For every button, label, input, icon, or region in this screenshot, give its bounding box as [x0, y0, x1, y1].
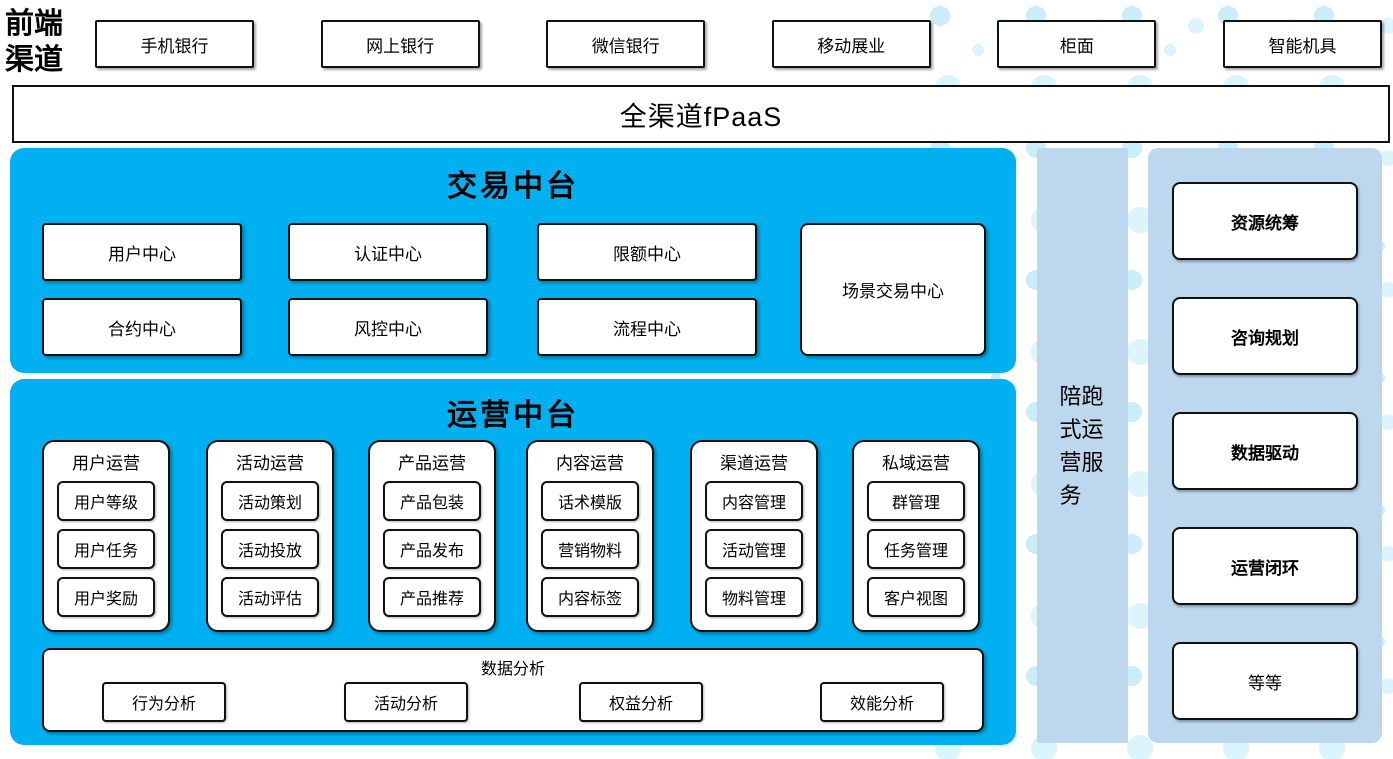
channel-box-counter: 柜面 [997, 20, 1157, 68]
capability-box-ops-closed-loop: 运营闭环 [1172, 527, 1358, 605]
ops-column-content: 内容运营 话术模版 营销物料 内容标签 [526, 440, 654, 632]
ops-column-header: 产品运营 [398, 454, 466, 473]
channel-box-online-banking: 网上银行 [320, 20, 480, 68]
data-analysis-title: 数据分析 [480, 661, 545, 678]
ops-item: 任务管理 [867, 529, 965, 569]
ops-item: 内容标签 [541, 577, 639, 617]
ops-item: 活动管理 [705, 529, 803, 569]
ops-item: 用户等级 [57, 481, 155, 521]
ops-item: 物料管理 [705, 577, 803, 617]
service-capabilities-panel: 资源统筹 咨询规划 数据驱动 运营闭环 等等 [1148, 148, 1382, 743]
box-scenario-trade-center: 场景交易中心 [800, 223, 986, 356]
ops-column-activity: 活动运营 活动策划 活动投放 活动评估 [206, 440, 334, 632]
box-limit-center: 限额中心 [537, 223, 757, 281]
ops-item: 活动评估 [221, 577, 319, 617]
box-user-center: 用户中心 [42, 223, 242, 281]
channel-box-mobile-business: 移动展业 [771, 20, 931, 68]
capability-box-data-driven: 数据驱动 [1172, 412, 1358, 490]
capability-box-consulting-planning: 咨询规划 [1172, 297, 1358, 375]
ops-column-header: 内容运营 [556, 454, 624, 473]
analysis-item: 权益分析 [579, 682, 703, 722]
box-risk-center: 风控中心 [288, 298, 488, 356]
front-channels-row: 手机银行 网上银行 微信银行 移动展业 柜面 智能机具 [95, 20, 1382, 68]
analysis-item: 效能分析 [820, 682, 944, 722]
ops-column-private-domain: 私域运营 群管理 任务管理 客户视图 [852, 440, 980, 632]
ops-column-header: 活动运营 [236, 454, 304, 473]
data-analysis-strip: 数据分析 行为分析 活动分析 权益分析 效能分析 [42, 648, 984, 732]
capability-box-etc: 等等 [1172, 642, 1358, 720]
box-contract-center: 合约中心 [42, 298, 242, 356]
ops-item: 产品发布 [383, 529, 481, 569]
analysis-item: 活动分析 [344, 682, 468, 722]
ops-item: 活动策划 [221, 481, 319, 521]
ops-item: 客户视图 [867, 577, 965, 617]
ops-item: 话术模版 [541, 481, 639, 521]
ops-column-header: 用户运营 [72, 454, 140, 473]
channel-box-wechat-banking: 微信银行 [546, 20, 706, 68]
front-channels-label: 前端渠道 [4, 8, 63, 76]
ops-column-product: 产品运营 产品包装 产品发布 产品推荐 [368, 440, 496, 632]
analysis-item: 行为分析 [102, 682, 226, 722]
box-process-center: 流程中心 [537, 298, 757, 356]
ops-item: 内容管理 [705, 481, 803, 521]
ops-column-user: 用户运营 用户等级 用户任务 用户奖励 [42, 440, 170, 632]
channel-box-mobile-banking: 手机银行 [95, 20, 254, 68]
ops-item: 营销物料 [541, 529, 639, 569]
accompany-service-label: 陪跑式运营服务 [1059, 383, 1104, 508]
channel-box-smart-machines: 智能机具 [1222, 20, 1382, 68]
ops-column-header: 渠道运营 [720, 454, 788, 473]
accompany-service-column: 陪跑式运营服务 [1037, 148, 1128, 743]
capability-box-resource-coordination: 资源统筹 [1172, 182, 1358, 260]
ops-platform-title: 运营中台 [447, 399, 579, 432]
ops-item: 用户奖励 [57, 577, 155, 617]
ops-column-channel: 渠道运营 内容管理 活动管理 物料管理 [690, 440, 818, 632]
fpaas-bar: 全渠道fPaaS [12, 85, 1390, 143]
ops-column-header: 私域运营 [882, 454, 950, 473]
trade-platform-title: 交易中台 [447, 170, 579, 203]
ops-item: 用户任务 [57, 529, 155, 569]
ops-item: 群管理 [867, 481, 965, 521]
trade-platform-panel: 交易中台 用户中心 认证中心 限额中心 合约中心 风控中心 流程中心 场景交易中… [10, 148, 1016, 373]
ops-item: 活动投放 [221, 529, 319, 569]
ops-item: 产品推荐 [383, 577, 481, 617]
ops-item: 产品包装 [383, 481, 481, 521]
box-auth-center: 认证中心 [288, 223, 488, 281]
ops-platform-panel: 运营中台 用户运营 用户等级 用户任务 用户奖励 活动运营 活动策划 活动投放 … [10, 379, 1016, 745]
